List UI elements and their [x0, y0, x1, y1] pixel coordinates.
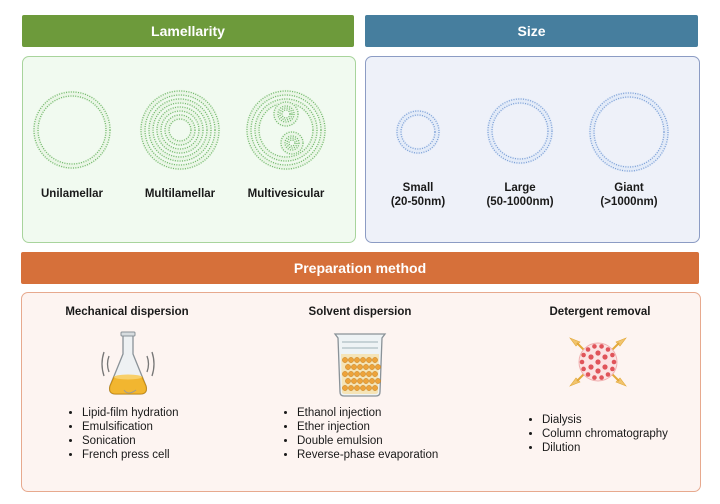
list-item: Lipid-film hydration — [82, 406, 179, 420]
unilamellar-vesicle-icon — [32, 90, 112, 170]
size-header: Size — [365, 15, 698, 47]
solvent-dispersion-heading: Solvent dispersion — [308, 306, 412, 318]
giant-size-label: Giant (>1000nm) — [600, 182, 658, 208]
list-item: Ether injection — [297, 420, 438, 434]
large-vesicle-icon — [486, 97, 554, 165]
mechanical-dispersion-heading: Mechanical dispersion — [65, 306, 189, 318]
giant-vesicle-icon — [588, 91, 670, 173]
solvent-beaker-icon — [333, 333, 387, 397]
list-item: Reverse-phase evaporation — [297, 448, 438, 462]
large-size-label: Large (50-1000nm) — [486, 182, 554, 208]
unilamellar-label: Unilamellar — [41, 188, 103, 200]
detergent-micelle-icon — [569, 337, 627, 387]
list-item: Dilution — [542, 441, 668, 455]
small-vesicle-icon — [395, 109, 441, 155]
multivesicular-label: Multivesicular — [247, 188, 325, 200]
list-item: Column chromatography — [542, 427, 668, 441]
multivesicular-vesicle-icon — [245, 89, 327, 171]
shaking-flask-icon — [101, 331, 155, 395]
list-item: Ethanol injection — [297, 406, 438, 420]
detergent-removal-list: Dialysis Column chromatography Dilution — [528, 413, 668, 455]
lamellarity-header: Lamellarity — [22, 15, 354, 47]
detergent-removal-heading: Detergent removal — [549, 306, 651, 318]
small-size-label: Small (20-50nm) — [390, 182, 446, 208]
multilamellar-vesicle-icon — [139, 89, 221, 171]
preparation-method-header: Preparation method — [21, 252, 699, 284]
list-item: Double emulsion — [297, 434, 438, 448]
solvent-dispersion-list: Ethanol injection Ether injection Double… — [283, 406, 438, 462]
list-item: French press cell — [82, 448, 179, 462]
list-item: Dialysis — [542, 413, 668, 427]
mechanical-dispersion-list: Lipid-film hydration Emulsification Soni… — [68, 406, 179, 462]
list-item: Emulsification — [82, 420, 179, 434]
multilamellar-label: Multilamellar — [144, 188, 216, 200]
list-item: Sonication — [82, 434, 179, 448]
